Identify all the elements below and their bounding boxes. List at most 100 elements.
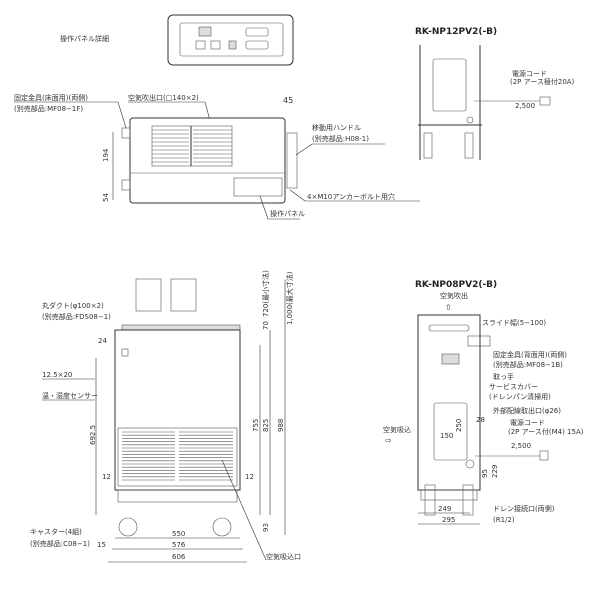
fixing-bracket-part: (別売部品:MF08−1F) [14,104,83,113]
unit-top-view [121,117,298,204]
dim-550: 550 [172,530,185,538]
drain-spec: (R1/2) [493,516,515,524]
sensor-icon [121,348,129,357]
drain-label: ドレン接続口(両側) [493,504,555,513]
air-inlet-grille [117,427,238,487]
dim-194: 194 [102,148,110,162]
dim-720: 720(最小寸法) [261,270,270,317]
air-outlet-label: 空気吹出口(□140×2) [128,93,199,102]
dim-692-5: 692.5 [89,425,97,445]
mode-button-icon [228,40,237,50]
up-button-icon [210,40,221,50]
power-cord-spec-08: (2P アース付(M4) 15A) [508,427,584,436]
fixing-bracket-icon [121,127,131,139]
caster-label: キャスター(4組) [30,527,82,536]
sensor-label: 温・湿度センサー [42,391,98,400]
dim-15: 15 [97,541,106,549]
operation-panel-detail [167,14,294,66]
arrow-up-icon: ⇧ [445,303,452,312]
dim-606: 606 [172,553,186,561]
cord-length-08: 2,500 [511,442,531,450]
leader-line [289,189,306,202]
power-cord-label-12: 電源コード [512,69,547,78]
handle-08-label: 取っ手 [493,372,514,381]
timer-button-icon [245,27,269,37]
duct-label: 丸ダクト(φ100×2) [42,301,104,310]
duct-part: (別売部品:FDS08−1) [42,312,111,321]
dim-24: 24 [98,337,107,345]
dim-93: 93 [262,523,270,532]
inlet-louvers [122,431,233,481]
bracket-label: 固定金具(背面用)(両側) [493,350,567,359]
anchor-hole-label: 4×M10アンカーボルト用穴 [307,192,395,201]
service-cover-icon [433,402,468,461]
dim-12-left: 12 [102,473,111,481]
dim-12-right: 12 [245,473,254,481]
power-cord-label-08: 電源コード [510,418,545,427]
dim-150: 150 [440,432,453,440]
handle-label: 移動用ハンドル [312,123,361,132]
dim-229: 229 [491,465,499,478]
model-12-side-view [418,45,551,160]
service-cover-label: サービスカバー [489,382,538,391]
leader-line [295,143,313,156]
model-08-title: RK-NP08PV2(-B) [415,280,497,290]
panel-label: 操作パネル [270,209,305,218]
dim-249: 249 [438,505,451,513]
dim-45: 45 [283,96,293,105]
caster-part: (別売部品:C08−1) [30,539,90,548]
caster-icon [423,132,433,159]
caster-icon [118,517,138,537]
air-in-label: 空気吸込 [383,425,411,434]
bracket-part: (別売部品:MF08−1B) [493,360,563,369]
unit-front-view [114,278,241,537]
arrow-right-icon: ⇨ [385,436,392,445]
slide-slot-icon [428,324,470,332]
service-cover-icon [432,58,467,112]
dim-28: 28 [476,416,485,424]
service-cover-note: (ドレンパン清掃用) [489,392,551,401]
dim-295: 295 [442,516,455,524]
leader-line [259,195,269,220]
handle-part: (別売部品:H08-1) [312,134,369,143]
drain-port-icon [465,459,475,469]
leader-line [117,101,127,129]
dim-250: 250 [455,419,463,432]
fixing-bracket-icon [121,179,131,191]
handle-icon [286,132,298,189]
caster-icon [212,517,232,537]
fixing-bracket-label: 固定金具(床面用)(両側) [14,93,88,102]
power-cord-spec-12: (2P アース極付20A) [510,77,575,86]
power-button-icon [245,40,269,50]
dim-95: 95 [481,469,489,478]
display-icon [198,26,212,37]
panel-icon [233,177,283,197]
air-out-label: 空気吹出 [440,291,468,300]
dim-70: 70 [262,321,270,330]
caster-icon [464,132,474,159]
outlet-louvers [152,129,232,163]
caster-icon [462,484,474,516]
dim-755: 755 [252,419,260,432]
cord-length-12: 2,500 [515,102,535,110]
caster-icon [424,484,436,516]
wiring-outlet-label: 外部配線取出口(φ26) [493,406,561,415]
dim-988: 988 [277,419,285,432]
air-inlet-label: 空気吸込口 [266,552,301,561]
dim-1000: 1,000(最大寸法) [285,271,294,325]
down-button-icon [195,40,206,50]
model-08-side-view [417,314,549,516]
dim-825: 825 [262,419,270,432]
fixing-bracket-icon [467,335,491,347]
dim-54: 54 [102,193,110,202]
plug-icon [539,96,551,106]
plug-icon [539,450,549,461]
model-12-title: RK-NP12PV2(-B) [415,27,497,37]
duct-icon [170,278,197,312]
panel-detail-label: 操作パネル詳細 [60,34,109,43]
dim-hole-size: 12.5×20 [42,371,72,379]
drain-port-icon [466,116,474,124]
leader-line [221,459,267,561]
dim-576: 576 [172,541,186,549]
